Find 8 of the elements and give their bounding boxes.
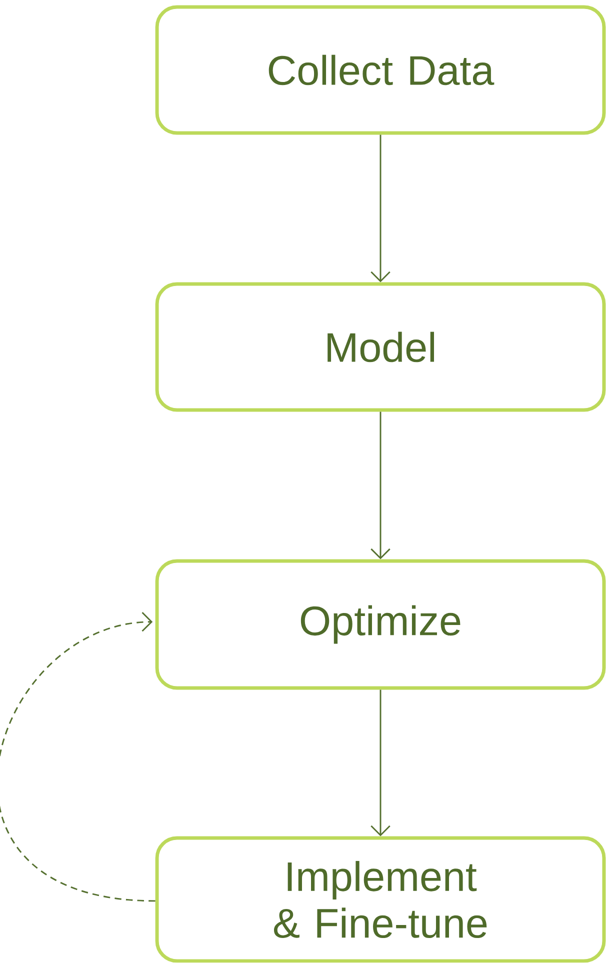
process-box: Collect Data (155, 5, 606, 135)
arrow (370, 134, 390, 282)
process-box: Optimize (155, 559, 606, 690)
process-box: Implement & Fine-tune (155, 836, 606, 963)
arrow (370, 690, 390, 836)
arrow (370, 412, 390, 560)
arrow (0, 612, 156, 902)
process-box: Model (155, 282, 606, 412)
